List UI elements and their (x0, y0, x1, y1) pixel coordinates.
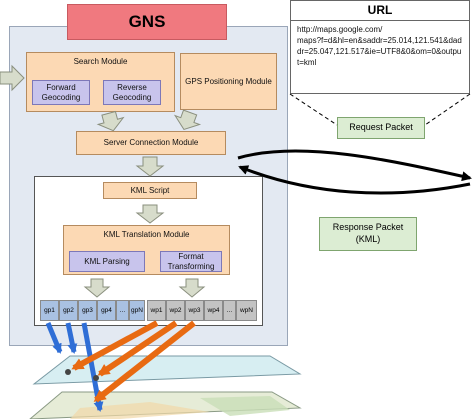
gp-arrow-icon (65, 322, 78, 354)
callout-line (289, 93, 338, 126)
request-packet-box: Request Packet (337, 117, 425, 139)
block-arrow-icon (135, 204, 165, 224)
format-transforming-box: Format Transforming (160, 251, 222, 272)
block-arrow-icon (173, 109, 202, 131)
gp-arrow-icon (45, 322, 63, 354)
reverse-geocoding-box: Reverse Geocoding (103, 80, 161, 105)
map-point-icon (65, 369, 71, 375)
request-arrow-icon (237, 149, 472, 182)
kml-translation-label: KML Translation Module (103, 230, 190, 239)
map-layer-bottom (29, 391, 302, 419)
wp-cell: wp4 (204, 300, 223, 321)
map-layer-top (32, 355, 302, 385)
url-text: http://maps.google.com/ maps?f=d&hl=en&s… (297, 25, 462, 67)
wp-cell: ... (223, 300, 236, 321)
gp-cell: gpN (129, 300, 145, 321)
wp-arrow-icon (71, 320, 159, 371)
kml-parsing-box: KML Parsing (69, 251, 145, 272)
server-connection-module: Server Connection Module (76, 131, 226, 155)
url-panel-title: URL (291, 1, 469, 21)
search-module-label: Search Module (73, 57, 128, 66)
kml-script-box: KML Script (103, 182, 197, 199)
response-packet-box: Response Packet (KML) (319, 217, 417, 251)
wp-cell: wp2 (166, 300, 185, 321)
gp-cell: gp3 (78, 300, 97, 321)
gps-positioning-module: GPS Positioning Module (180, 53, 277, 110)
gns-title: GNS (67, 4, 227, 40)
wp-arrow-icon (97, 320, 178, 377)
wp-arrow-icon (93, 320, 196, 403)
response-arrow-icon (238, 165, 471, 195)
gp-cell: gp2 (59, 300, 78, 321)
callout-line (424, 93, 471, 126)
wp-cell: wp3 (185, 300, 204, 321)
url-panel: URL http://maps.google.com/ maps?f=d&hl=… (290, 0, 470, 94)
block-arrow-icon (83, 278, 111, 298)
wp-cell: wp1 (147, 300, 166, 321)
input-arrow-icon (0, 64, 25, 92)
gp-cell: ... (116, 300, 129, 321)
forward-geocoding-box: Forward Geocoding (32, 80, 90, 105)
gp-cell: gp1 (40, 300, 59, 321)
gp-cell: gp4 (97, 300, 116, 321)
block-arrow-icon (135, 156, 165, 177)
map-point-icon (93, 375, 99, 381)
block-arrow-icon (96, 110, 125, 132)
wp-cell: wpN (236, 300, 257, 321)
block-arrow-icon (178, 278, 206, 298)
